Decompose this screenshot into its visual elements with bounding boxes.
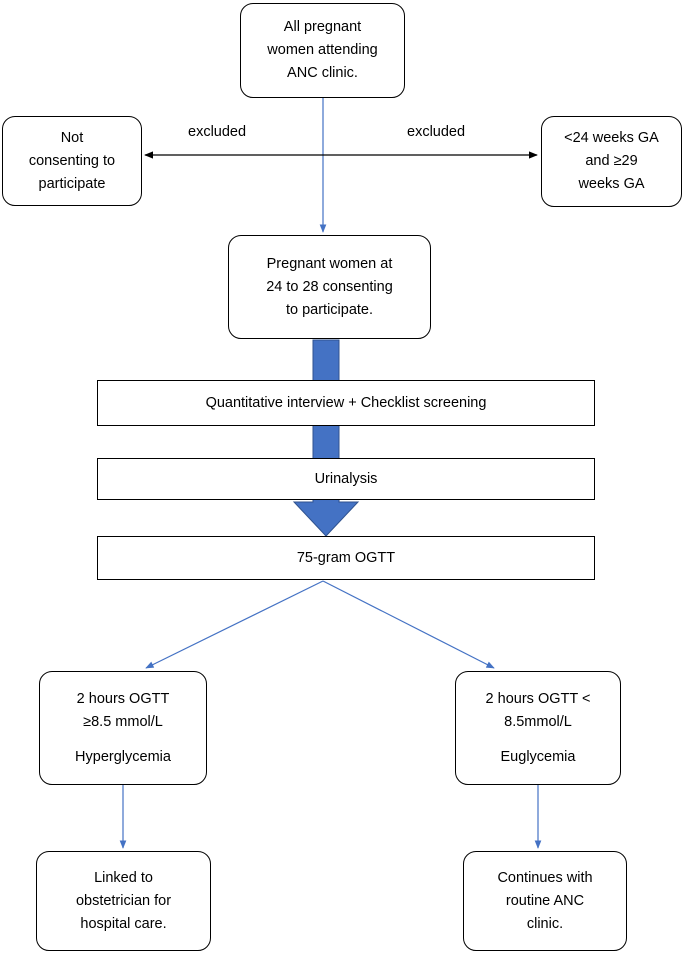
- all-women-line-2: women attending: [267, 42, 378, 58]
- interview-label: Quantitative interview + Checklist scree…: [205, 394, 487, 411]
- hyper-result: Hyperglycemia: [75, 748, 171, 765]
- urinalysis-label: Urinalysis: [314, 470, 378, 487]
- obstetrician-line-3: hospital care.: [80, 915, 167, 932]
- not-consenting-box: Not consenting to participate: [2, 116, 142, 206]
- all-women-line-3: ANC clinic.: [287, 65, 358, 81]
- routine-line-2: routine ANC: [505, 892, 585, 909]
- ogtt-label: 75-gram OGTT: [296, 549, 396, 566]
- routine-line-1: Continues with: [497, 869, 593, 886]
- all-pregnant-women-box: All pregnant women attending ANC clinic.: [240, 3, 405, 98]
- obstetrician-line-2: obstetrician for: [75, 892, 172, 909]
- eu-result: Euglycemia: [500, 748, 576, 765]
- excluded-label-right: excluded: [407, 124, 466, 140]
- hyper-line-2: ≥8.5 mmol/L: [83, 713, 163, 730]
- not-consenting-line-2: consenting to: [28, 152, 116, 169]
- eligible-women-box: Pregnant women at 24 to 28 consenting to…: [228, 235, 431, 339]
- eu-line-2: 8.5mmol/L: [504, 713, 572, 730]
- ga-excluded-line-1: <24 weeks GA: [564, 130, 659, 146]
- euglycemia-box: 2 hours OGTT < 8.5mmol/L Euglycemia: [455, 671, 621, 785]
- all-women-line-1: All pregnant: [283, 19, 362, 35]
- ogtt-box: 75-gram OGTT: [97, 536, 595, 580]
- connector-ogtt-to-hyper: [145, 580, 324, 669]
- connector-ogtt-to-eu: [322, 580, 495, 669]
- interview-box: Quantitative interview + Checklist scree…: [97, 380, 595, 426]
- ga-excluded-line-2: and ≥29: [585, 153, 638, 169]
- obstetrician-line-1: Linked to: [94, 869, 153, 886]
- routine-line-3: clinic.: [526, 915, 564, 932]
- hyperglycemia-box: 2 hours OGTT ≥8.5 mmol/L Hyperglycemia: [39, 671, 207, 785]
- eligible-line-3: to participate.: [285, 301, 374, 318]
- not-consenting-line-3: participate: [38, 175, 106, 192]
- excluded-label-left: excluded: [188, 124, 247, 140]
- routine-anc-box: Continues with routine ANC clinic.: [463, 851, 627, 951]
- eu-line-1: 2 hours OGTT <: [485, 690, 591, 707]
- not-consenting-line-1: Not: [60, 129, 84, 146]
- eligible-line-1: Pregnant women at: [266, 255, 393, 272]
- block-arrow: [292, 339, 360, 537]
- ga-excluded-line-3: weeks GA: [578, 176, 645, 192]
- ga-excluded-box: <24 weeks GA and ≥29 weeks GA: [541, 116, 682, 207]
- hyper-line-1: 2 hours OGTT: [76, 690, 170, 707]
- urinalysis-box: Urinalysis: [97, 458, 595, 500]
- eligible-line-2: 24 to 28 consenting: [266, 278, 393, 295]
- obstetrician-box: Linked to obstetrician for hospital care…: [36, 851, 211, 951]
